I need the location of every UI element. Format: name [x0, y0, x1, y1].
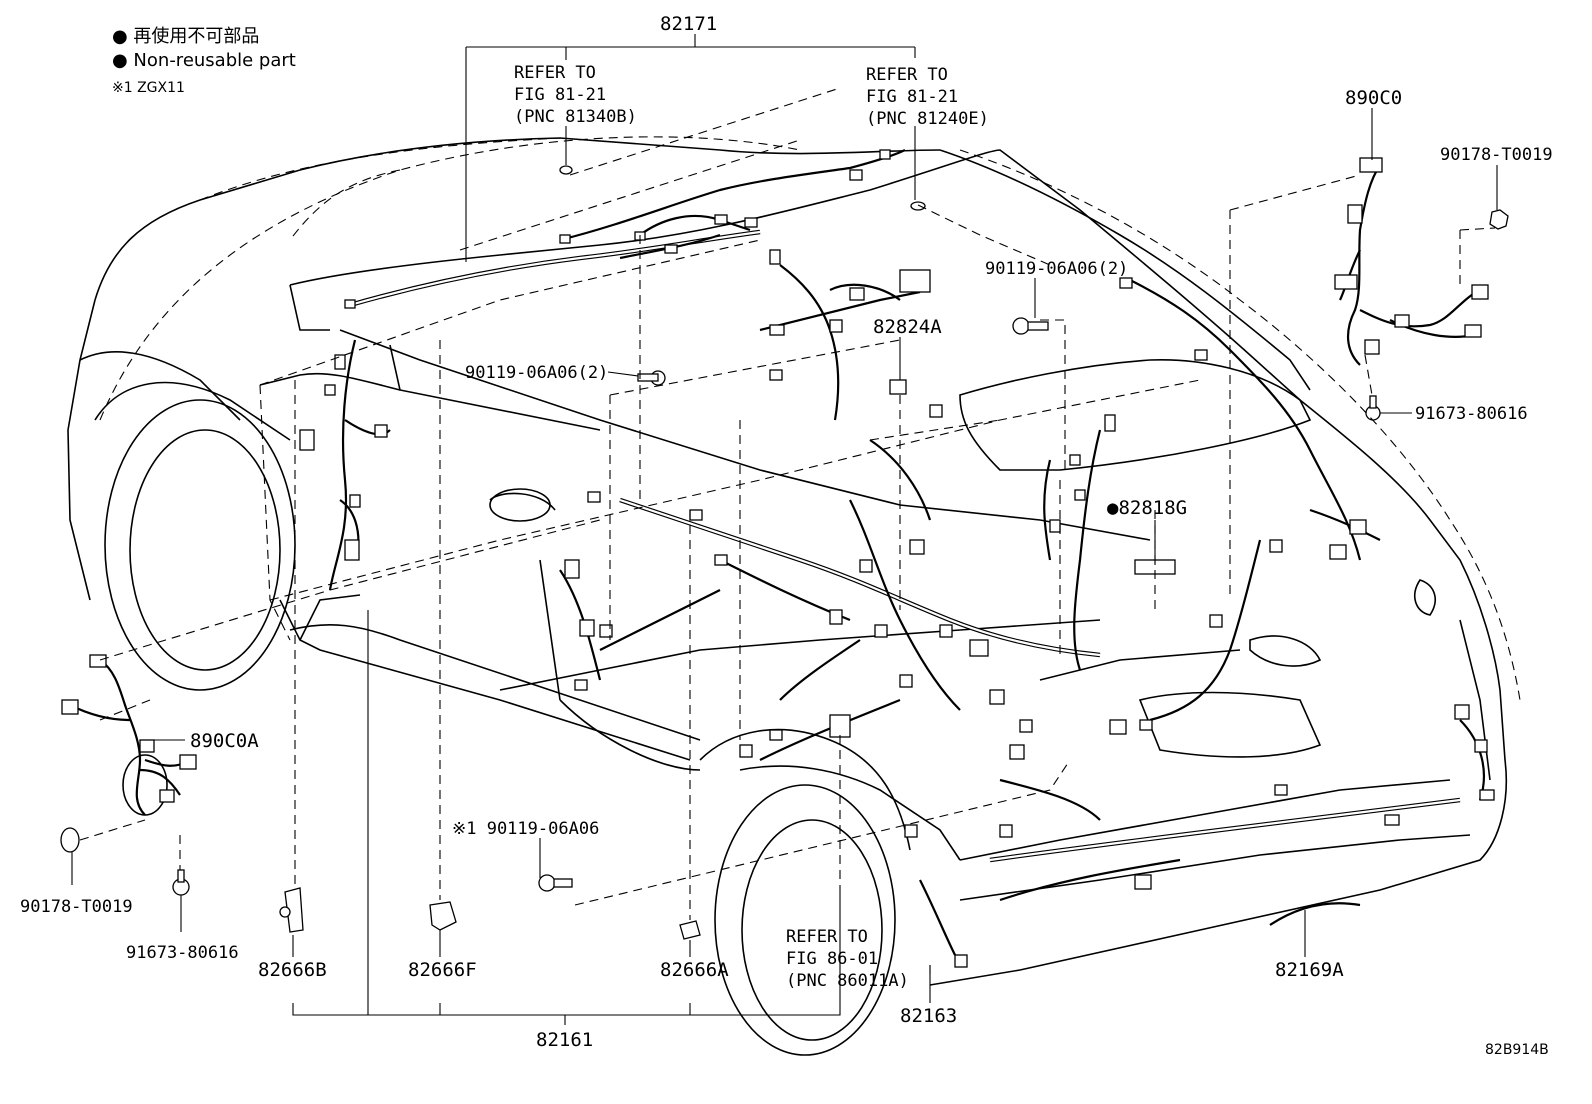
ref-left-line-2: FIG 81-21: [514, 85, 606, 105]
ref-right-line-3: (PNC 81240E): [866, 109, 989, 129]
label-82818G: ●82818G: [1107, 497, 1187, 519]
harness-890C0-detail: [1339, 164, 1481, 366]
ref-bottom-line-1: REFER TO: [786, 927, 868, 947]
bolt-91673-bottom: [172, 869, 190, 896]
label-90119-single: ※1 90119-06A06: [452, 819, 599, 839]
label-90119-left: 90119-06A06(2): [465, 363, 608, 383]
label-890C0A: 890C0A: [190, 730, 259, 752]
label-82824A: 82824A: [873, 316, 942, 338]
rear-hatch-harness: [1043, 279, 1381, 722]
ref-bottom-line-3: (PNC 86011A): [786, 971, 909, 991]
clip-81240E: [910, 201, 926, 211]
rear-bumper-harness: [919, 719, 1485, 956]
fasteners: [60, 165, 1509, 940]
label-82666A: 82666A: [660, 959, 729, 981]
legend-line-3: ※1 ZGX11: [112, 80, 185, 96]
harness-890C0A-detail: [69, 659, 191, 816]
connectors: [61, 149, 1495, 968]
legend: ● 再使用不可部品 ● Non-reusable part ※1 ZGX11: [112, 26, 296, 96]
legend-line-2: ● Non-reusable part: [112, 50, 296, 71]
label-82666F: 82666F: [408, 959, 477, 981]
nut-90178-bottom: [60, 827, 80, 853]
label-90178-top: 90178-T0019: [1440, 145, 1553, 165]
label-82169A: 82169A: [1275, 959, 1344, 981]
bolt-90119-single: [538, 874, 573, 892]
vehicle-body-outline: [67, 137, 1508, 1056]
leader-lines: [71, 34, 1498, 1025]
label-91673-right: 91673-80616: [1415, 404, 1528, 424]
roof-harness: [349, 149, 921, 421]
ref-right-line-2: FIG 81-21: [866, 87, 958, 107]
illustration-code: 82B914B: [1485, 1042, 1549, 1058]
label-82161: 82161: [536, 1029, 593, 1051]
ref-right-line-1: REFER TO: [866, 65, 948, 85]
nut-90178-top: [1489, 209, 1509, 230]
clip-82824A: [889, 379, 907, 395]
label-90178-bottom: 90178-T0019: [20, 897, 133, 917]
bolt-90119-top: [1012, 317, 1049, 335]
ref-left-line-1: REFER TO: [514, 63, 596, 83]
label-82171: 82171: [660, 13, 717, 35]
ref-bottom-line-2: FIG 86-01: [786, 949, 878, 969]
clamp-82666A: [679, 920, 701, 940]
label-890C0: 890C0: [1345, 87, 1402, 109]
label-82163: 82163: [900, 1005, 957, 1027]
part-labels: 82171 REFER TO FIG 81-21 (PNC 81340B) RE…: [20, 13, 1553, 1058]
floor-harness: [559, 439, 1101, 761]
ref-left-line-3: (PNC 81340B): [514, 107, 637, 127]
left-pillar-harness: [328, 339, 391, 591]
label-91673-bottom: 91673-80616: [126, 943, 239, 963]
clamp-82666F: [429, 901, 457, 931]
phantom-lines: [79, 87, 1521, 980]
bolt-91673-right: [1365, 395, 1381, 421]
bolt-90119-left: [637, 370, 666, 386]
label-90119-top: 90119-06A06(2): [985, 259, 1128, 279]
clip-81340B: [559, 165, 573, 175]
label-82666B: 82666B: [258, 959, 327, 981]
clamp-82666B: [279, 887, 304, 933]
legend-line-1: ● 再使用不可部品: [112, 26, 259, 47]
